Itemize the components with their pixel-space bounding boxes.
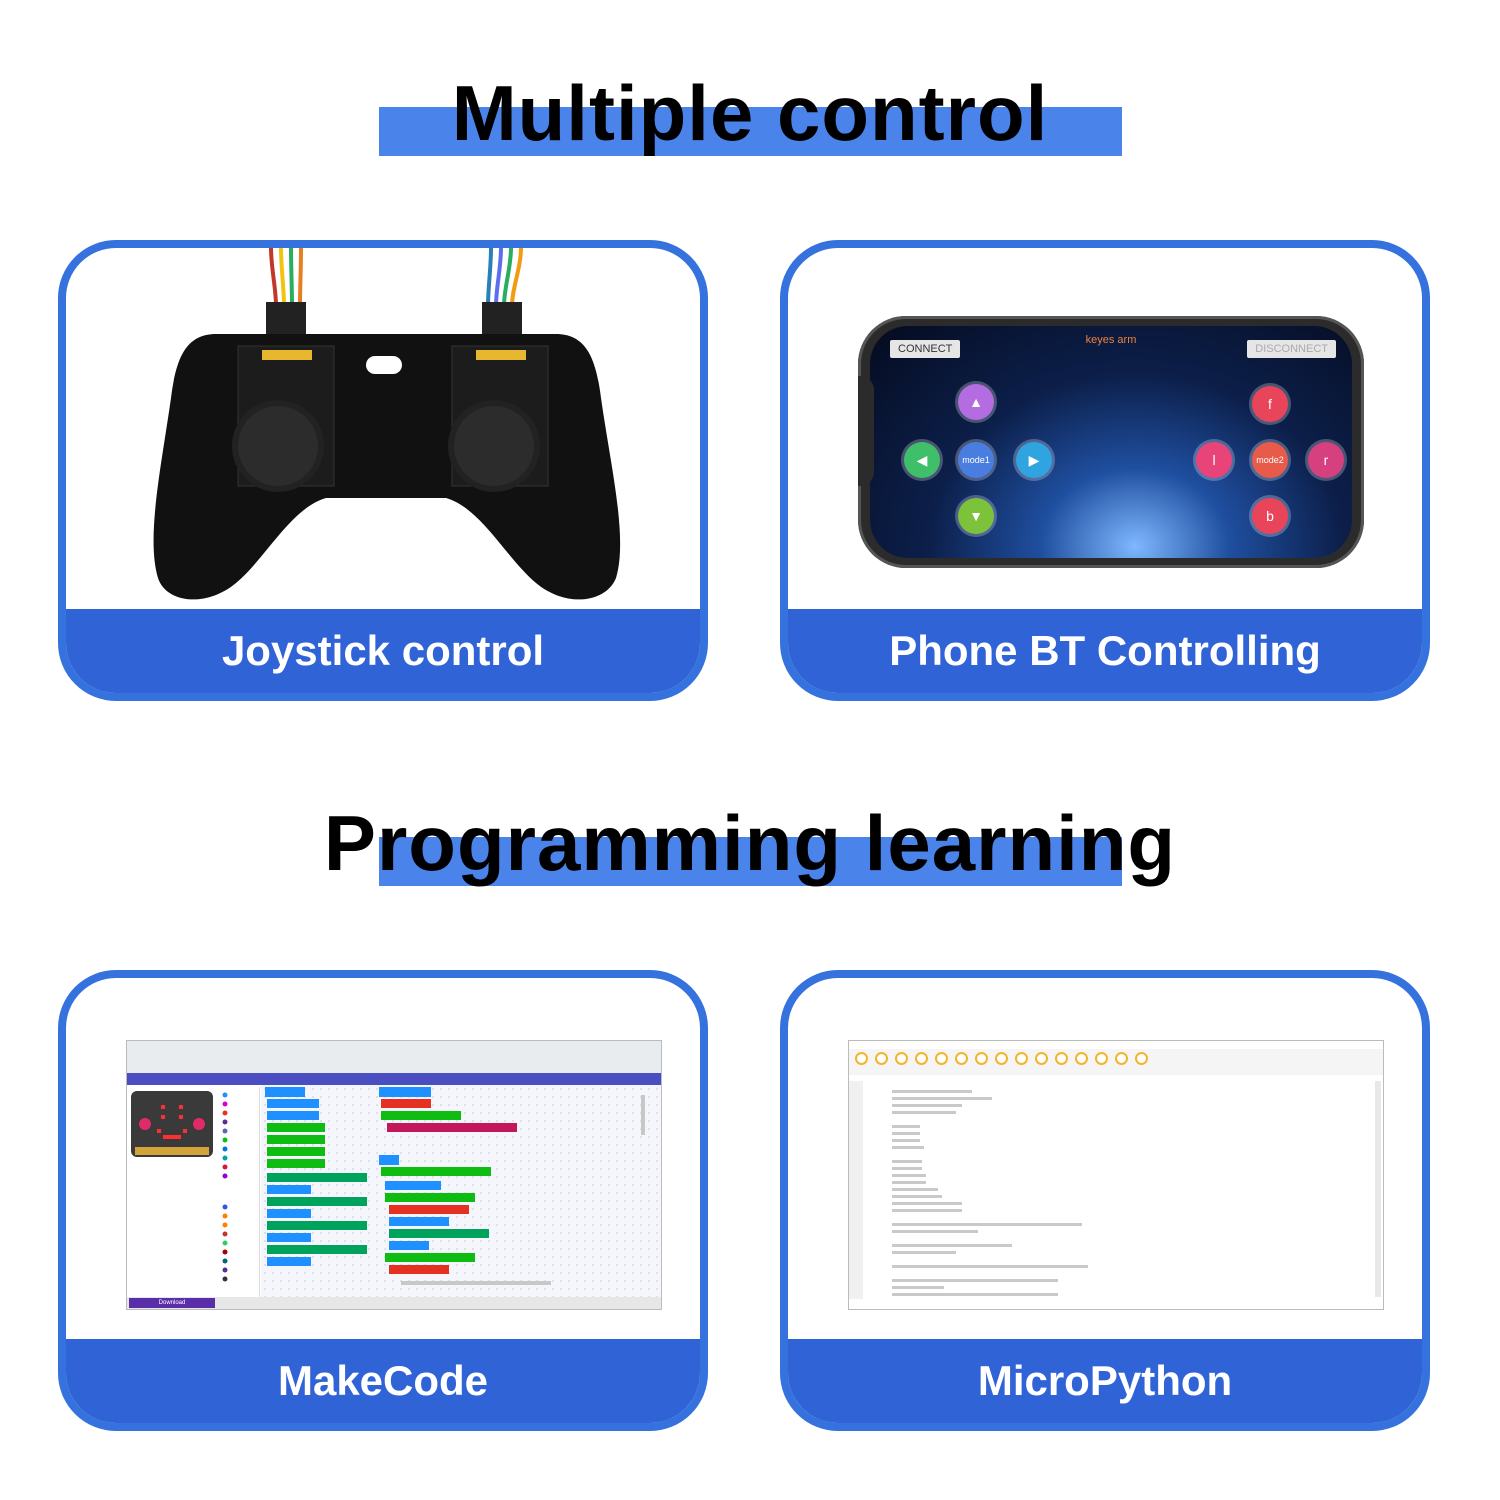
makecode-editor: Download	[126, 1040, 662, 1310]
l-button[interactable]: l	[1196, 442, 1232, 478]
section-title-programming-learning: Programming learning	[323, 799, 1177, 887]
mode2-button[interactable]: mode2	[1252, 442, 1288, 478]
left-arrow-icon[interactable]: ◀	[904, 442, 940, 478]
b-button[interactable]: b	[1252, 498, 1288, 534]
editor-scrollbar[interactable]	[1375, 1081, 1381, 1297]
phone-image: CONNECT keyes arm DISCONNECT ▲ ◀ mode1 ▶…	[788, 248, 1422, 609]
new-icon[interactable]	[875, 1052, 888, 1065]
up-arrow-icon[interactable]: ▲	[958, 384, 994, 420]
mode-icon[interactable]	[855, 1052, 868, 1065]
line-number-gutter	[849, 1081, 863, 1299]
title-underline-bar	[379, 837, 1122, 886]
mode1-button[interactable]: mode1	[958, 442, 994, 478]
card-footer	[66, 609, 700, 693]
card-phone-bt: CONNECT keyes arm DISCONNECT ▲ ◀ mode1 ▶…	[780, 240, 1430, 701]
phone-device: CONNECT keyes arm DISCONNECT ▲ ◀ mode1 ▶…	[858, 316, 1364, 568]
zoom-in-icon[interactable]	[1015, 1052, 1028, 1065]
makecode-header	[127, 1073, 661, 1085]
phone-screen: CONNECT keyes arm DISCONNECT ▲ ◀ mode1 ▶…	[870, 326, 1352, 558]
card-makecode: Download MakeCode	[58, 970, 708, 1431]
joystick-image	[66, 248, 700, 609]
mu-editor	[848, 1040, 1384, 1310]
editor-toolbar	[849, 1049, 1383, 1075]
browser-chrome	[127, 1041, 661, 1073]
zoom-out-icon[interactable]	[1035, 1052, 1048, 1065]
block-categories	[219, 1087, 260, 1297]
theme-icon[interactable]	[1055, 1052, 1068, 1065]
makecode-footer	[127, 1297, 661, 1309]
help-icon[interactable]	[1115, 1052, 1128, 1065]
card-label-micropython: MicroPython	[977, 1357, 1233, 1404]
download-button[interactable]: Download	[129, 1298, 215, 1308]
card-footer	[788, 609, 1422, 693]
down-arrow-icon[interactable]: ▼	[958, 498, 994, 534]
check-icon[interactable]	[1075, 1052, 1088, 1065]
r-button[interactable]: r	[1308, 442, 1344, 478]
card-footer	[788, 1339, 1422, 1423]
blocks-workspace[interactable]	[261, 1085, 661, 1297]
microbit-simulator	[131, 1091, 213, 1157]
makecode-screenshot: Download	[66, 978, 700, 1339]
card-label-joystick: Joystick control	[221, 627, 545, 674]
tidy-icon[interactable]	[1095, 1052, 1108, 1065]
flash-icon[interactable]	[935, 1052, 948, 1065]
right-arrow-icon[interactable]: ▶	[1016, 442, 1052, 478]
card-label-phone: Phone BT Controlling	[889, 627, 1321, 674]
code-area[interactable]	[865, 1081, 1373, 1299]
disconnect-button[interactable]: DISCONNECT	[1247, 340, 1336, 358]
quit-icon[interactable]	[1135, 1052, 1148, 1065]
card-footer	[66, 1339, 700, 1423]
title-underline-bar	[379, 107, 1122, 156]
card-label-makecode: MakeCode	[277, 1357, 489, 1404]
plotter-icon[interactable]	[995, 1052, 1008, 1065]
repl-icon[interactable]	[975, 1052, 988, 1065]
connect-button[interactable]: CONNECT	[890, 340, 961, 358]
app-title: keyes arm	[1085, 334, 1137, 346]
card-micropython: MicroPython	[780, 970, 1430, 1431]
f-button[interactable]: f	[1252, 386, 1288, 422]
micropython-screenshot	[788, 978, 1422, 1339]
phone-notch	[858, 376, 874, 486]
load-icon[interactable]	[895, 1052, 908, 1065]
section-title-multiple-control: Multiple control	[451, 69, 1049, 157]
files-icon[interactable]	[955, 1052, 968, 1065]
save-icon[interactable]	[915, 1052, 928, 1065]
card-joystick: Joystick control	[58, 240, 708, 701]
